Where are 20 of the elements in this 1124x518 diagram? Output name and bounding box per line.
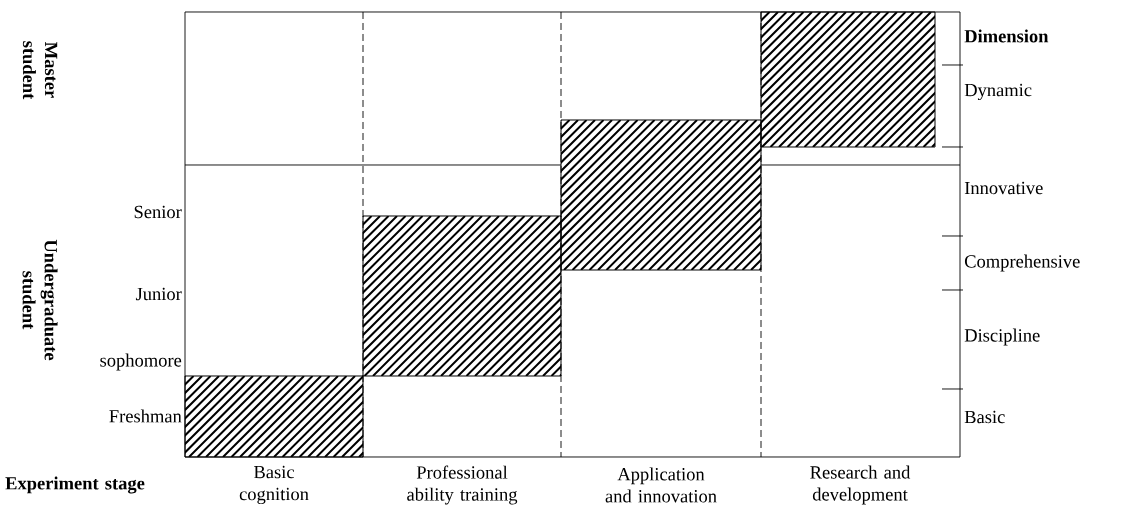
dimension-label: Comprehensive — [964, 254, 1080, 272]
dimension-label: Basic — [964, 410, 1005, 424]
grade-label: Freshman — [109, 409, 182, 423]
axis-title: Experiment stage — [5, 476, 145, 494]
stage-label: Professional ability training — [407, 465, 518, 505]
dimension-label: Discipline — [964, 328, 1040, 346]
stage-label: Application and innovation — [605, 467, 717, 503]
dimension-label: Dynamic — [964, 83, 1032, 101]
grade-label: sophomore — [100, 353, 182, 371]
axis-title: Master student — [22, 41, 58, 100]
stage-label: Research and development — [810, 465, 911, 505]
grade-label: Junior — [135, 287, 182, 301]
hatched-block — [184, 375, 364, 458]
dimension-label: Innovative — [964, 181, 1043, 195]
hatched-block — [760, 11, 936, 148]
hatched-block — [560, 119, 762, 271]
grade-label: Senior — [134, 205, 182, 219]
axis-title: Dimension — [964, 29, 1049, 43]
axis-title: Undergraduate student — [22, 239, 58, 361]
hatched-block — [362, 215, 562, 377]
